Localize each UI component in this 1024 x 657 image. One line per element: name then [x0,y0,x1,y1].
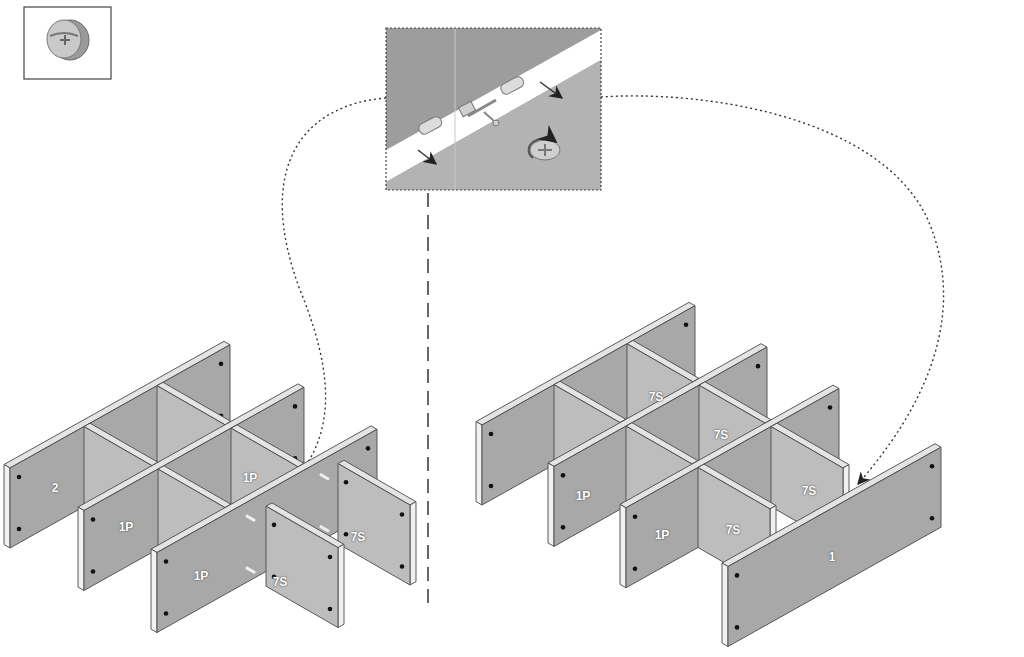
drill-hole [930,516,935,521]
drill-hole [400,512,405,517]
part-number: 1P [576,490,591,502]
panel-face [476,422,482,505]
drill-hole [633,514,638,519]
part-number: 1P [655,529,670,541]
drill-hole [293,404,298,409]
dowel [247,516,254,520]
drill-hole [164,611,169,616]
drill-hole [164,559,169,564]
drill-hole [561,525,566,530]
dowel [321,527,328,531]
drill-hole [561,473,566,478]
part-number: 7S [351,531,366,543]
drill-hole [91,569,96,574]
part-number: 7S [714,429,729,441]
panel-face [266,506,338,627]
drill-hole [735,625,740,630]
drill-hole [489,432,494,437]
panel-face [338,464,410,585]
part-number: 7S [273,576,288,588]
panel-face [338,544,344,627]
part-number: 1 [829,551,836,563]
drill-hole [400,564,405,569]
drill-hole [684,322,689,327]
panel-face [4,465,10,549]
drill-hole [344,480,349,485]
part-number: 7S [726,524,741,536]
drill-hole [930,464,935,469]
drill-hole [756,364,761,369]
part-number: 1P [194,570,209,582]
drill-hole [828,405,833,410]
drill-hole [328,607,333,612]
part-number: 1P [119,521,134,533]
part-number: 7S [802,485,817,497]
panel-face [548,463,554,546]
panel-face [78,507,84,590]
drill-hole [17,527,22,532]
drill-hole [366,446,371,451]
panel-face [620,504,626,587]
drill-hole [735,573,740,578]
panel-face [410,502,416,585]
dowel [247,568,254,572]
panel-face [722,563,728,647]
part-number: 7S [649,391,664,403]
detail-inset [386,28,601,190]
dowel [321,475,328,479]
drill-hole [91,517,96,522]
panel-face [728,447,941,646]
part-number: 1P [243,472,258,484]
divider-line [427,193,429,607]
part-number: 2 [52,482,59,494]
panel-drawing [4,302,941,646]
drill-hole [17,475,22,480]
drill-hole [328,555,333,560]
drill-hole [344,532,349,537]
drill-hole [219,362,224,367]
panel-face [151,549,157,632]
cam-lock-icon [24,7,111,79]
drill-hole [489,484,494,489]
drill-hole [633,566,638,571]
drill-hole [272,523,277,528]
